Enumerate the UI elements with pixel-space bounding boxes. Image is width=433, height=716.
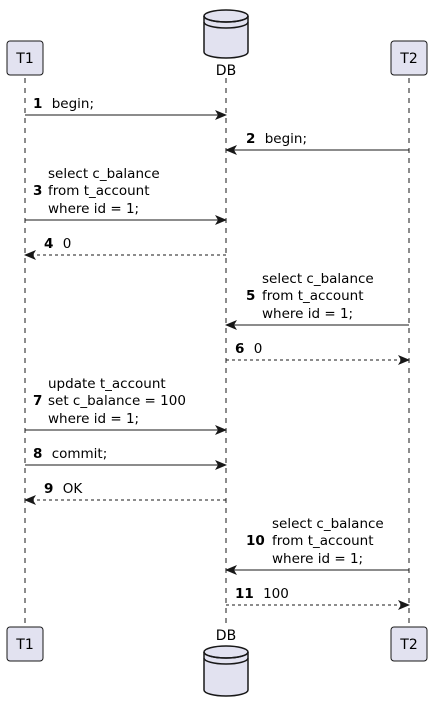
message-text: begin; (52, 96, 94, 112)
participant-label: T1 (15, 637, 33, 653)
participant-label: T2 (399, 637, 417, 653)
message-text: select c_balance (262, 271, 374, 287)
message-text: set c_balance = 100 (48, 393, 186, 409)
message-7: update t_account 7 set c_balance = 100 w… (25, 376, 227, 435)
message-3: select c_balance 3 from t_account where … (25, 166, 227, 225)
svg-text:8 commit;: 8 commit; (33, 446, 107, 462)
message-number: 10 (246, 533, 265, 549)
participant-label: T1 (15, 51, 33, 67)
message-text: where id = 1; (262, 306, 353, 322)
participant-t1-top: T1 (6, 40, 44, 76)
svg-text:1 begin;: 1 begin; (33, 96, 94, 112)
message-text: where id = 1; (272, 551, 363, 567)
message-number: 8 (33, 446, 42, 462)
message-text: update t_account (48, 376, 166, 392)
message-text: commit; (52, 446, 108, 462)
database-icon (203, 9, 249, 59)
participant-label: T2 (399, 51, 417, 67)
participant-label: DB (216, 63, 236, 79)
participant-t2-top: T2 (390, 40, 428, 76)
svg-text:11 100: 11 100 (235, 586, 289, 602)
message-text: from t_account (272, 533, 374, 549)
participant-db-bottom: DB (203, 628, 249, 697)
message-10: select c_balance 10 from t_account where… (225, 516, 409, 575)
participant-label: DB (216, 628, 236, 644)
message-2: 2 begin; (225, 131, 409, 155)
message-text: from t_account (262, 288, 364, 304)
svg-text:4 0: 4 0 (44, 236, 71, 252)
message-text: OK (63, 481, 84, 497)
svg-text:9 OK: 9 OK (44, 481, 83, 497)
message-text: begin; (265, 131, 307, 147)
message-number: 11 (235, 586, 254, 602)
message-text: 0 (254, 341, 263, 357)
message-text: where id = 1; (48, 411, 139, 427)
message-number: 7 (33, 393, 42, 409)
message-4: 4 0 (24, 236, 226, 260)
message-text: from t_account (48, 183, 150, 199)
message-text: 0 (63, 236, 72, 252)
participant-t1-bottom: T1 (6, 626, 44, 662)
message-8: 8 commit; (25, 446, 227, 470)
message-number: 2 (246, 131, 255, 147)
message-text: where id = 1; (48, 201, 139, 217)
message-1: 1 begin; (25, 96, 227, 120)
database-icon (203, 645, 249, 697)
svg-text:2 begin;: 2 begin; (246, 131, 307, 147)
message-number: 9 (44, 481, 53, 497)
participant-t2-bottom: T2 (390, 626, 428, 662)
message-9: 9 OK (24, 481, 226, 505)
message-number: 3 (33, 183, 42, 199)
message-number: 4 (44, 236, 53, 252)
participant-db-top: DB (203, 9, 249, 79)
message-5: select c_balance 5 from t_account where … (225, 271, 409, 330)
svg-text:6 0: 6 0 (235, 341, 262, 357)
message-number: 1 (33, 96, 42, 112)
message-text: select c_balance (272, 516, 384, 532)
message-6: 6 0 (226, 341, 410, 365)
message-text: 100 (263, 586, 289, 602)
message-number: 6 (235, 341, 244, 357)
message-11: 11 100 (226, 586, 410, 610)
message-text: select c_balance (48, 166, 160, 182)
message-number: 5 (246, 288, 255, 304)
